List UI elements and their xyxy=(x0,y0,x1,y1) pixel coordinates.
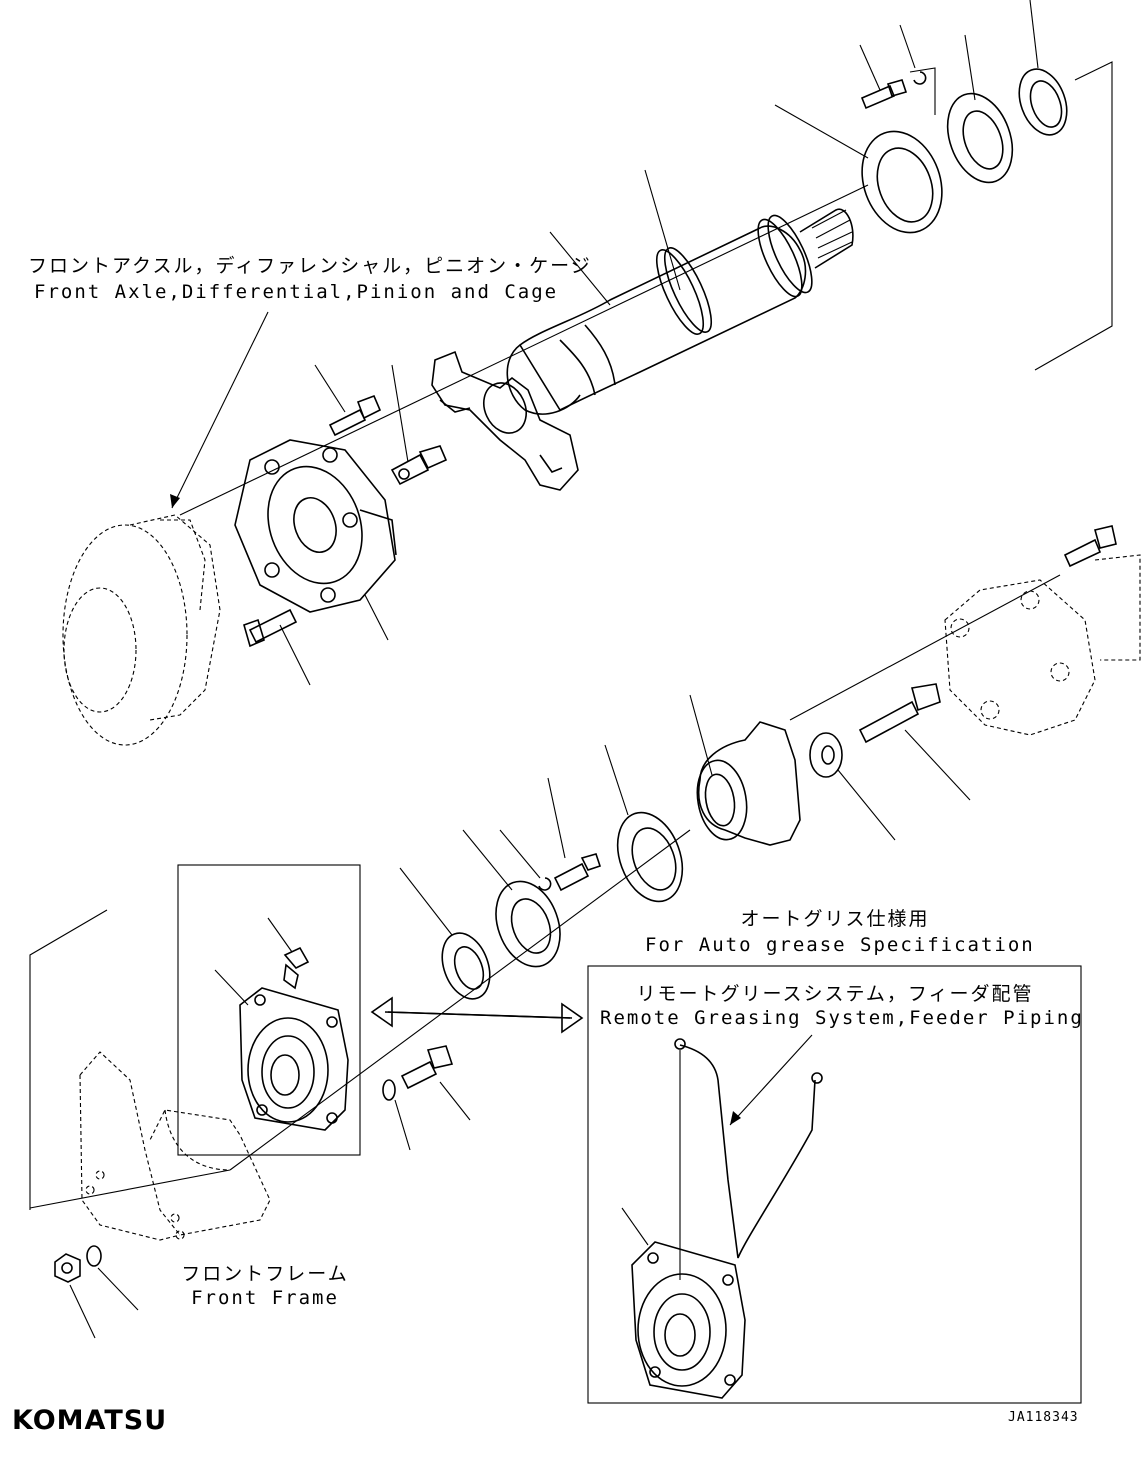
bearing-housing-inset xyxy=(239,987,349,1131)
mid-axis-line xyxy=(789,574,1061,721)
bearing-housing-remote xyxy=(631,1241,746,1399)
feeder-piping xyxy=(674,1038,823,1280)
bolt-mid-long xyxy=(858,683,941,744)
remote-greasing-label-en: Remote Greasing System,Feeder Piping xyxy=(600,1007,1084,1029)
retainer-plate-mid xyxy=(495,880,561,968)
bolt-top-right xyxy=(860,79,908,110)
spider-coupling xyxy=(234,439,397,613)
front-axle-flange xyxy=(62,514,221,746)
remote-greasing-label-jp: リモートグリースシステム，フィーダ配管 xyxy=(636,983,1034,1005)
auto-grease-label-en: For Auto grease Specification xyxy=(645,934,1035,956)
retainer-plate-upper xyxy=(946,92,1014,184)
leader-washer-lower-left xyxy=(97,1267,139,1311)
leader-lines-upper xyxy=(170,0,1039,686)
front-frame-dashed xyxy=(79,1051,271,1241)
axle-label-jp: フロントアクスル，ディファレンシャル，ピニオン・ケージ xyxy=(28,255,592,277)
bolt-mid xyxy=(553,853,602,892)
bolt-mid-right-top xyxy=(1063,525,1117,568)
grease-nipple-upper xyxy=(390,445,448,486)
yoke-mid xyxy=(696,721,801,846)
leader-nut xyxy=(69,1284,96,1339)
leader-housing-inset xyxy=(214,969,249,1006)
leader-nipple-inset xyxy=(267,917,293,953)
snap-ring-top-right xyxy=(913,71,927,85)
seal-ring-mid xyxy=(616,811,684,903)
double-headed-arrow-icon xyxy=(370,996,584,1034)
mid-axis-line-lower xyxy=(229,829,691,1171)
grease-nipple-inset xyxy=(283,946,310,990)
leader-lines-mid xyxy=(399,694,971,936)
bearing-mid xyxy=(441,932,491,1000)
bolt-upper-left xyxy=(328,394,382,437)
bracket-line-upper-right xyxy=(1034,61,1113,371)
snap-ring-mid xyxy=(538,877,552,891)
bracket-line-snap xyxy=(909,67,936,115)
frame-axis-line xyxy=(29,1169,231,1209)
drive-shaft xyxy=(179,184,869,516)
remote-greasing-box xyxy=(587,965,1082,1404)
washer-mid xyxy=(809,732,843,778)
washer-lower xyxy=(382,1079,396,1101)
auto-grease-label-jp: オートグリス仕様用 xyxy=(740,908,930,930)
inset-box-left xyxy=(177,864,361,1156)
frame-bracket-line xyxy=(29,909,108,1210)
leader-bolt-lower xyxy=(439,1081,471,1121)
rear-coupling-dashed xyxy=(944,554,1141,736)
leader-housing-remote xyxy=(621,1207,649,1246)
seal-ring-upper xyxy=(861,130,943,234)
bolt-lower xyxy=(400,1045,454,1090)
leader-washer-lower xyxy=(394,1099,411,1151)
komatsu-logo: KOMATSU xyxy=(12,1405,168,1436)
leader-feeder-arrowhead xyxy=(730,1111,741,1125)
bolt-coupling xyxy=(243,608,298,648)
washer-lower-left xyxy=(86,1245,102,1267)
axle-label-en: Front Axle,Differential,Pinion and Cage xyxy=(34,281,559,303)
bearing-upper xyxy=(1018,68,1068,136)
leader-feeder-piping xyxy=(729,1034,813,1126)
front-frame-label-jp: フロントフレーム xyxy=(181,1263,349,1285)
drawing-reference-number: JA118343 xyxy=(1008,1410,1079,1425)
nut-lower-left xyxy=(54,1253,81,1283)
front-frame-label-en: Front Frame xyxy=(191,1287,339,1309)
